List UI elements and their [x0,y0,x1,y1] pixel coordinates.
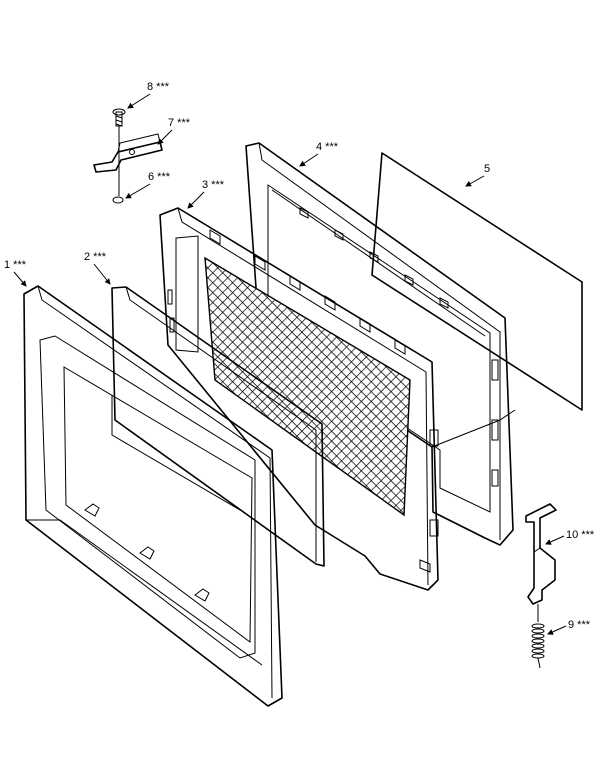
part-6-washer [112,196,124,204]
part-9-spring [531,604,545,669]
part-5-sheet [371,152,583,411]
callout-8: 8 *** [127,81,170,109]
callout-1: 1 *** [4,259,27,287]
callout-9-label: 9 *** [568,619,591,631]
callout-6-label: 6 *** [148,171,171,183]
callout-10: 10 *** [545,529,595,545]
callout-4: 4 *** [299,141,339,167]
part-10-latch-lever [525,503,557,605]
part-1-outer-frame [23,285,283,707]
part-8-screw [112,108,126,196]
callout-2-label: 2 *** [84,251,107,263]
callout-9: 9 *** [547,619,591,635]
callout-3-label: 3 *** [202,179,225,191]
callout-1-label: 1 *** [4,259,27,271]
callout-3: 3 *** [187,179,225,209]
callout-5: 5 [465,163,490,187]
part-2-glass-panel [111,286,325,567]
callout-10-label: 10 *** [566,529,595,541]
callout-4-label: 4 *** [316,141,339,153]
callout-8-label: 8 *** [147,81,170,93]
callout-6: 6 *** [125,171,171,199]
callout-5-label: 5 [484,163,490,175]
part-7-latch-bracket [93,133,163,173]
callout-7-label: 7 *** [168,117,191,129]
callout-2: 2 *** [84,251,111,285]
part-3-mesh-frame [159,207,439,591]
callout-7: 7 *** [157,117,191,145]
